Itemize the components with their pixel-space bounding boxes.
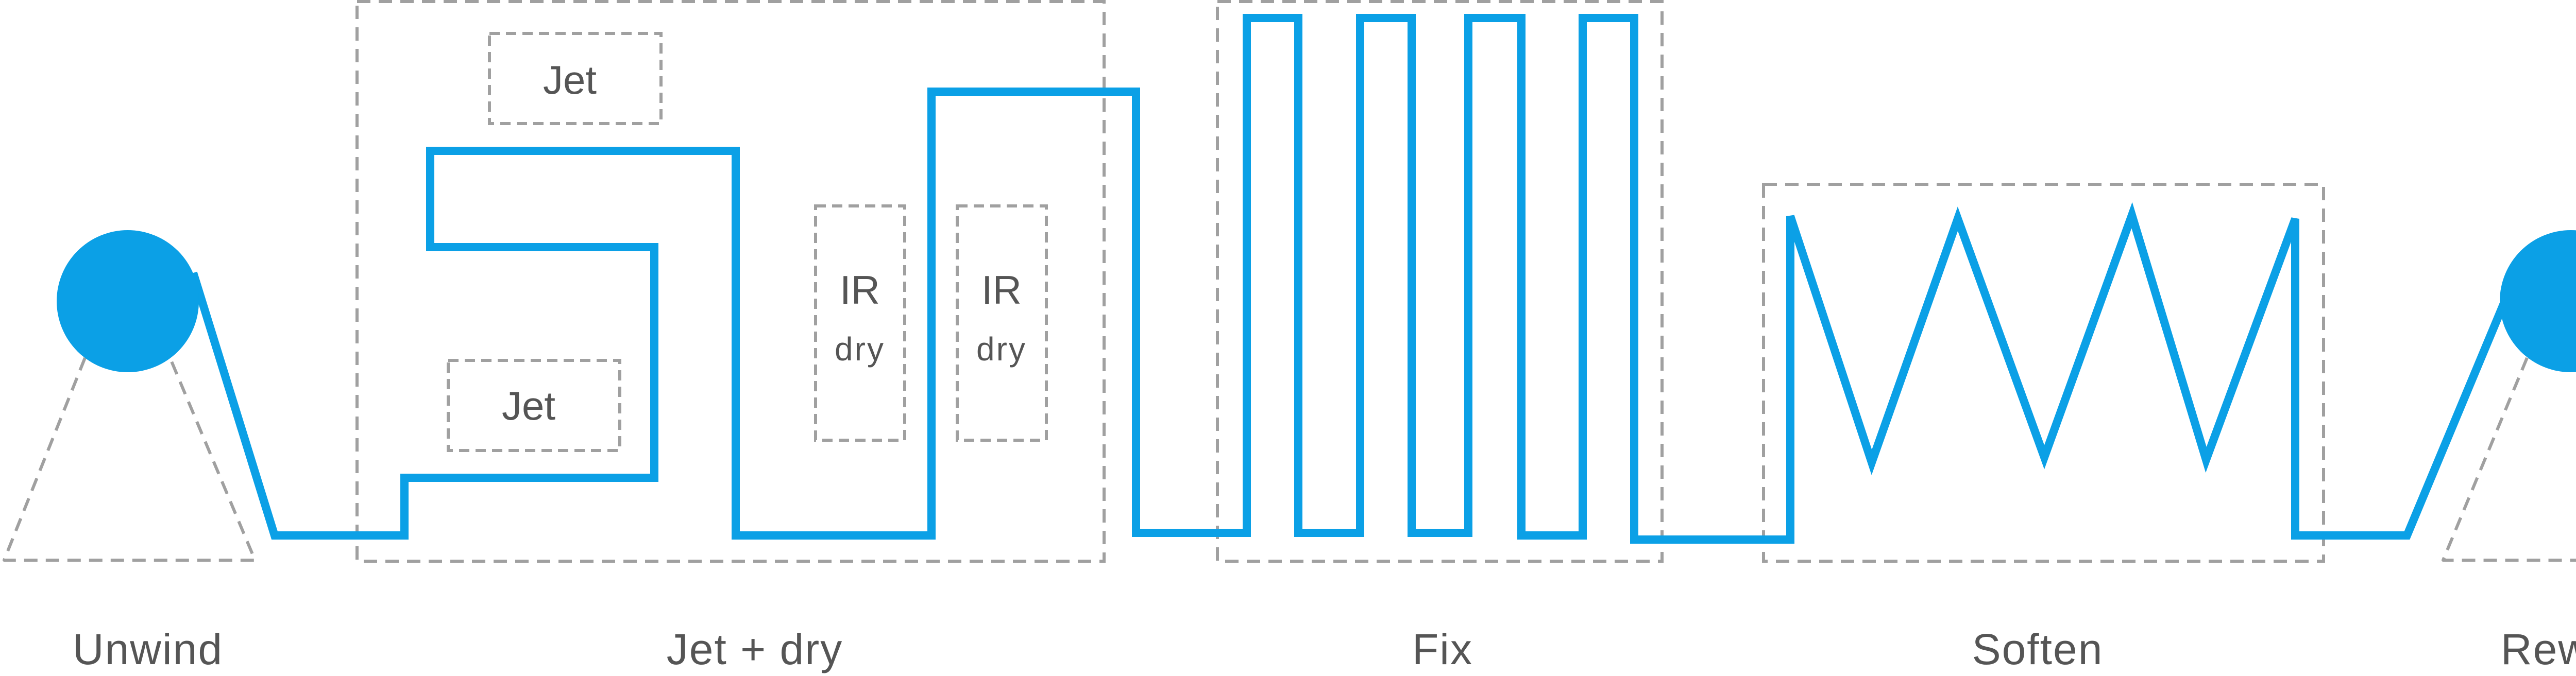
ir-dry-1-sublabel: dry <box>835 331 885 368</box>
ir-dry-2-label: IR <box>981 267 1022 313</box>
fabric-web-path <box>189 14 2512 544</box>
ir-dry-1-label: IR <box>840 267 880 313</box>
jet-dry-zone-box <box>355 0 1106 563</box>
stage-label-fix: Fix <box>1412 625 1473 673</box>
stage-label-rewind: Rewind <box>2501 625 2576 673</box>
stage-label-unwind: Unwind <box>73 625 223 673</box>
jet-top-box <box>488 32 663 125</box>
stage-label-jet-dry: Jet + dry <box>667 625 843 673</box>
ir-dry-1-box <box>814 204 906 442</box>
ir-dry-2-sublabel: dry <box>976 331 1027 368</box>
unwind-stand <box>3 357 257 562</box>
ir-dry-2-box <box>956 204 1048 442</box>
fix-zone-box <box>1216 0 1664 563</box>
rewind-roll <box>2500 230 2576 372</box>
soften-zone-box <box>1762 183 2325 563</box>
unwind-roll <box>57 230 199 372</box>
jet-bottom-label: Jet <box>502 383 555 428</box>
jet-bottom-box <box>447 359 621 452</box>
stage-label-soften: Soften <box>1972 625 2104 673</box>
jet-top-label: Jet <box>543 57 597 102</box>
rewind-stand <box>2442 357 2576 562</box>
